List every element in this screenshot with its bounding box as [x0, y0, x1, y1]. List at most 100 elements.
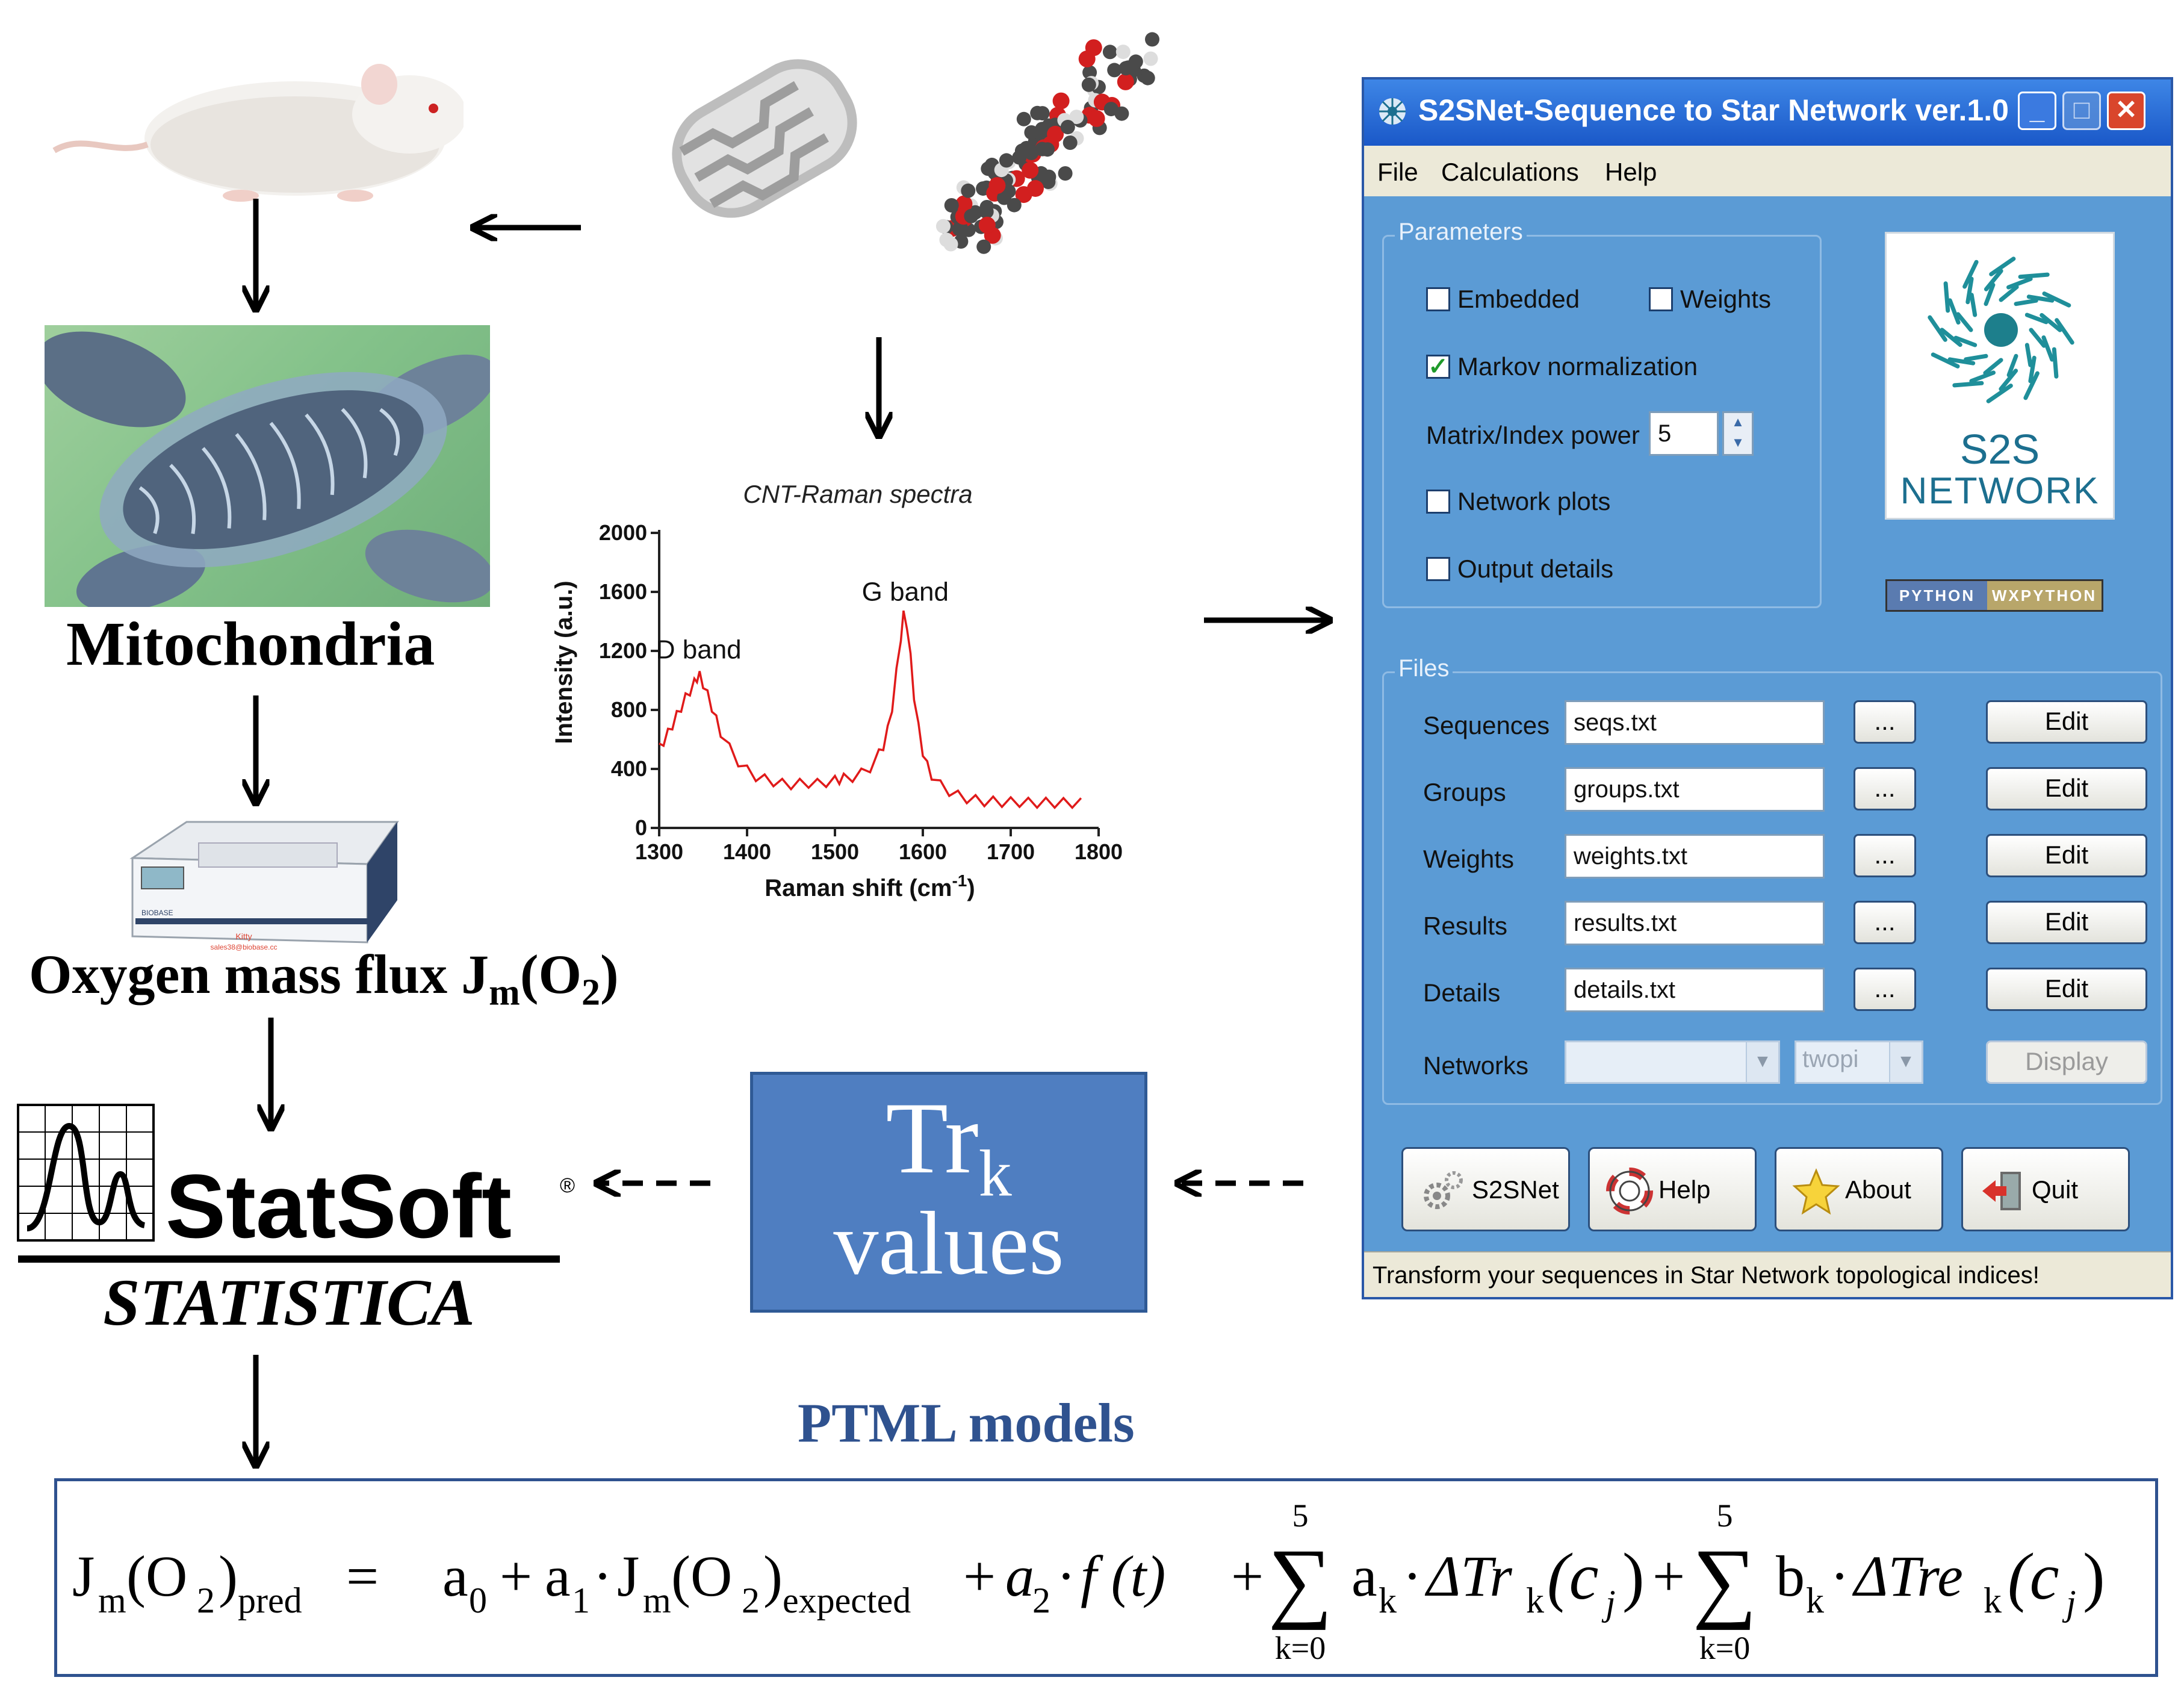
f-dot3: · — [1403, 1544, 1422, 1608]
atom — [1052, 92, 1070, 110]
f-lhs-2: 2 — [197, 1581, 215, 1620]
f-a2-sub: 2 — [1032, 1581, 1050, 1620]
networks-combo[interactable]: ▼ — [1565, 1040, 1780, 1084]
browse-button-3[interactable]: ... — [1854, 901, 1916, 944]
help-button[interactable]: Help — [1588, 1147, 1757, 1231]
maximize-button[interactable]: □ — [2062, 92, 2101, 130]
exit-door-icon — [1982, 1172, 2021, 1210]
window-titlebar[interactable]: S2SNet-Sequence to Star Network ver.1.0 … — [1364, 79, 2171, 146]
browse-button-0[interactable]: ... — [1854, 700, 1916, 744]
star-ray — [2040, 313, 2062, 332]
network-plots-label: Network plots — [1457, 487, 1611, 515]
star-ray — [1984, 282, 1996, 306]
atom — [1035, 123, 1050, 138]
star-ray — [2026, 294, 2055, 303]
file-input-4[interactable] — [1565, 968, 1825, 1012]
help-button-label: Help — [1658, 1175, 1711, 1204]
atom — [1019, 141, 1034, 155]
f-J2-close: ) — [763, 1544, 783, 1608]
atom — [955, 195, 973, 213]
f-ft: f (t) — [1081, 1544, 1165, 1608]
f-dTre: ΔTre — [1852, 1544, 1963, 1608]
atom — [961, 183, 976, 198]
atom — [999, 153, 1014, 168]
star-ray — [1952, 381, 1984, 388]
f-dTre-sub: k — [1984, 1581, 2002, 1620]
chart-title: CNT-Raman spectra — [743, 480, 972, 508]
s2s-star-icon — [1928, 257, 2074, 403]
f-dot4: · — [1830, 1544, 1849, 1608]
edit-button-3[interactable]: Edit — [1986, 901, 2147, 944]
f-J2: J — [617, 1544, 639, 1608]
f-plus3: + — [1231, 1544, 1264, 1608]
chart-xlabel: Raman shift (cm-1) — [765, 871, 975, 901]
file-input-0[interactable] — [1565, 700, 1825, 745]
chevron-down-icon[interactable]: ▼ — [1889, 1042, 1922, 1082]
raman-spectra-chart: CNT-Raman spectra Intensity (a.u.) Raman… — [551, 480, 1123, 901]
x-tick-label-1300: 1300 — [635, 839, 683, 864]
edit-button-0[interactable]: Edit — [1986, 700, 2147, 744]
f-sum2-top: 5 — [1717, 1498, 1733, 1534]
menu-calculations[interactable]: Calculations — [1441, 158, 1579, 186]
matrix-power-input[interactable] — [1649, 411, 1719, 456]
s2snet-button[interactable]: S2SNet — [1401, 1147, 1570, 1231]
embedded-checkbox[interactable] — [1426, 287, 1450, 311]
edit-button-2[interactable]: Edit — [1986, 834, 2147, 877]
star-ray — [2018, 272, 2050, 279]
trk-title-sub: k — [978, 1136, 1012, 1210]
menu-file[interactable]: File — [1377, 158, 1418, 186]
atom — [1082, 65, 1097, 80]
f-dot1: · — [593, 1544, 612, 1608]
matrix-power-spinner[interactable]: ▲ ▼ — [1722, 411, 1754, 456]
star-ray — [2028, 355, 2037, 384]
layout-combo[interactable]: twopi ▼ — [1795, 1040, 1923, 1084]
f-J2-m: m — [643, 1581, 671, 1620]
oxygraph-sticker-name: Kitty — [235, 932, 252, 941]
edit-button-4[interactable]: Edit — [1986, 968, 2147, 1011]
atom — [939, 232, 954, 247]
file-input-3[interactable] — [1565, 901, 1825, 945]
oxygraph-sticker-email: sales38@biobase.cc — [211, 943, 278, 951]
s2snet-button-label: S2SNet — [1472, 1175, 1559, 1204]
edit-button-1[interactable]: Edit — [1986, 767, 2147, 810]
f-expected: expected — [783, 1581, 911, 1620]
flux-sub-m: m — [489, 972, 520, 1013]
browse-button-1[interactable]: ... — [1854, 767, 1916, 810]
minimize-button[interactable]: _ — [2018, 92, 2056, 130]
f-ak-sub: k — [1379, 1581, 1397, 1620]
spin-up-icon[interactable]: ▲ — [1731, 414, 1745, 429]
browse-button-4[interactable]: ... — [1854, 968, 1916, 1011]
f-sum1: ∑ — [1268, 1531, 1333, 1631]
f-lhs-paren: (O — [126, 1544, 187, 1608]
close-button[interactable]: ✕ — [2107, 92, 2145, 130]
minimize-icon: _ — [2029, 95, 2045, 125]
f-bk: b — [1776, 1544, 1805, 1608]
star-ray — [2023, 371, 2040, 400]
x-tick-label-1500: 1500 — [811, 839, 859, 864]
networks-label: Networks — [1423, 1051, 1529, 1080]
display-button[interactable]: Display — [1986, 1040, 2147, 1084]
star-ray — [1953, 335, 1978, 347]
atom — [944, 198, 959, 213]
parameters-group-label: Parameters — [1395, 219, 1527, 246]
network-plots-checkbox[interactable] — [1426, 490, 1450, 514]
f-cj2: (c — [2008, 1540, 2059, 1613]
quit-button[interactable]: Quit — [1961, 1147, 2130, 1231]
f-a2: a — [1005, 1544, 1034, 1608]
s2s-logo-text: S2S — [1959, 426, 2040, 473]
menu-help[interactable]: Help — [1605, 158, 1657, 186]
weights-checkbox[interactable] — [1649, 287, 1673, 311]
browse-button-2[interactable]: ... — [1854, 834, 1916, 877]
spin-down-icon[interactable]: ▼ — [1731, 435, 1745, 450]
markov-checkbox[interactable]: ✓ — [1426, 355, 1450, 379]
file-input-2[interactable] — [1565, 834, 1825, 879]
atom — [1007, 198, 1022, 213]
atom — [988, 177, 1006, 194]
star-ray — [1989, 257, 2016, 276]
file-input-1[interactable] — [1565, 767, 1825, 812]
about-button[interactable]: About — [1775, 1147, 1943, 1231]
star-ray — [2041, 335, 2055, 362]
output-details-checkbox[interactable] — [1426, 557, 1450, 581]
atom — [935, 219, 951, 234]
chevron-down-icon[interactable]: ▼ — [1746, 1042, 1778, 1082]
